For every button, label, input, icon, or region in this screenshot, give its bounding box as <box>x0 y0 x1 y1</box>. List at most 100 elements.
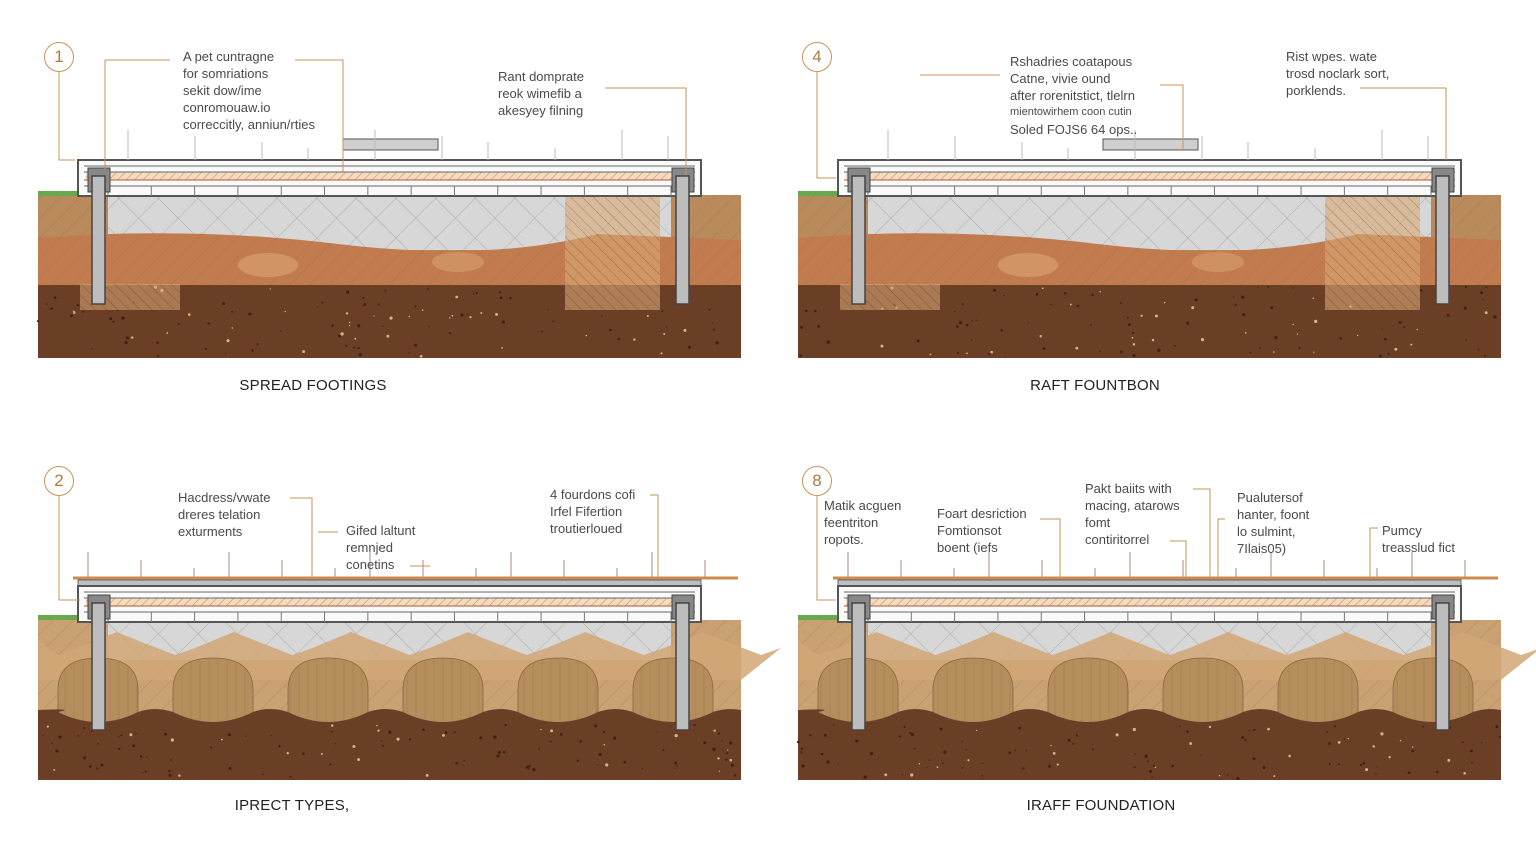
soil-speckle <box>1151 775 1153 778</box>
soil-speckle <box>129 733 133 737</box>
soil-speckle <box>228 733 232 737</box>
soil-speckle <box>956 325 959 328</box>
callout-line: reok wimefib a <box>498 86 582 101</box>
soil-speckle <box>585 334 588 337</box>
pile <box>1435 175 1450 305</box>
soil-speckle <box>1471 761 1473 764</box>
soil-speckle <box>1091 293 1094 297</box>
arched-soil-texture <box>518 658 598 730</box>
pile <box>675 175 690 305</box>
callout-line: Rant domprate <box>498 69 584 84</box>
soil-speckle <box>1144 754 1148 758</box>
soil-speckle <box>226 339 230 343</box>
soil-speckle <box>382 744 385 747</box>
soil-speckle <box>1380 732 1384 736</box>
soil-speckle <box>426 287 429 290</box>
soil-speckle <box>993 288 997 292</box>
soil-speckle <box>717 757 720 760</box>
soil-speckle <box>541 330 543 333</box>
soil-speckle <box>1163 301 1166 304</box>
soil-speckle <box>1241 295 1245 299</box>
soil-speckle <box>956 352 959 355</box>
leader-lines <box>58 59 1447 601</box>
arched-soil-texture <box>1393 658 1473 730</box>
soil-speckle <box>377 303 380 306</box>
soil-speckle <box>603 743 606 746</box>
soil-speckle <box>880 344 884 348</box>
soil-speckle <box>928 759 931 762</box>
soil-speckle <box>493 735 497 739</box>
soil-speckle <box>1067 738 1071 742</box>
soil-speckle <box>164 732 168 736</box>
slab-insulation-layer <box>846 172 1453 180</box>
leader-line <box>1160 84 1184 150</box>
soil-speckle <box>1422 725 1425 728</box>
soil-speckle <box>1131 336 1134 339</box>
soil-speckle <box>1075 346 1079 350</box>
soil-speckle <box>916 339 920 343</box>
pile <box>1435 602 1450 731</box>
soil-speckle <box>612 736 617 740</box>
soil-pocket <box>1192 252 1244 272</box>
soil-speckle <box>1244 332 1247 334</box>
panel-title: IPRECT TYPES, <box>234 797 350 814</box>
soil-speckle <box>357 758 361 761</box>
soil-speckle <box>428 325 430 328</box>
soil-speckle <box>965 748 968 751</box>
soil-speckle <box>261 773 264 776</box>
soil-speckle <box>1252 757 1256 761</box>
soil-speckle <box>1267 727 1270 731</box>
soil-speckle <box>348 324 351 327</box>
soil-speckle <box>1383 337 1387 341</box>
soil-speckle <box>981 774 983 777</box>
soil-speckle <box>1132 727 1136 732</box>
soil-speckle <box>727 749 729 751</box>
soil-speckle <box>460 313 464 317</box>
soil-speckle <box>982 762 984 765</box>
soil-speckle <box>377 729 380 732</box>
panel-title: SPREAD FOOTINGS <box>239 377 387 394</box>
soil-speckle <box>918 763 921 765</box>
panel-number-badge: 1 <box>44 42 74 72</box>
soil-speckle <box>170 738 175 742</box>
soil-speckle <box>1485 286 1487 289</box>
soil-speckle <box>454 731 456 734</box>
arched-soil-texture <box>403 658 483 730</box>
soil-speckle <box>1178 725 1181 728</box>
leader-line <box>1170 540 1187 578</box>
soil-speckle <box>954 310 956 313</box>
soil-speckle <box>665 326 668 328</box>
soil-speckle <box>855 739 859 743</box>
leader-line <box>1040 518 1061 578</box>
callout-line: Pualutersof <box>1237 490 1303 505</box>
callout-line: remnjed <box>346 540 393 555</box>
soil-speckle <box>419 354 423 358</box>
soil-speckle <box>971 320 973 322</box>
soil-speckle <box>1270 306 1274 310</box>
soil-speckle <box>444 731 447 734</box>
soil-speckle <box>53 296 57 300</box>
soil-speckle <box>674 734 678 738</box>
soil-speckle <box>1447 758 1451 762</box>
soil-speckle <box>801 764 805 768</box>
soil-speckle <box>376 724 378 727</box>
soil-speckle <box>88 765 92 768</box>
soil-speckle <box>1041 287 1044 290</box>
soil-speckle <box>496 754 500 758</box>
soil-speckle <box>549 740 552 743</box>
soil-speckle <box>425 774 429 777</box>
soil-speckle <box>1119 302 1122 304</box>
callout-line: porklends. <box>1286 83 1346 98</box>
soil-speckle <box>1003 294 1005 297</box>
soil-speckle <box>1375 772 1377 775</box>
soil-speckle <box>386 334 390 338</box>
soil-speckle <box>601 315 603 317</box>
soil-speckle <box>388 730 392 734</box>
pile <box>91 602 106 731</box>
soil-speckle <box>970 339 973 341</box>
soil-speckle <box>1463 772 1466 775</box>
callout-line: Rshadries coatapous <box>1010 54 1133 69</box>
soil-speckle <box>210 746 212 749</box>
soil-speckle <box>1410 343 1413 346</box>
soil-speckle <box>720 739 723 742</box>
